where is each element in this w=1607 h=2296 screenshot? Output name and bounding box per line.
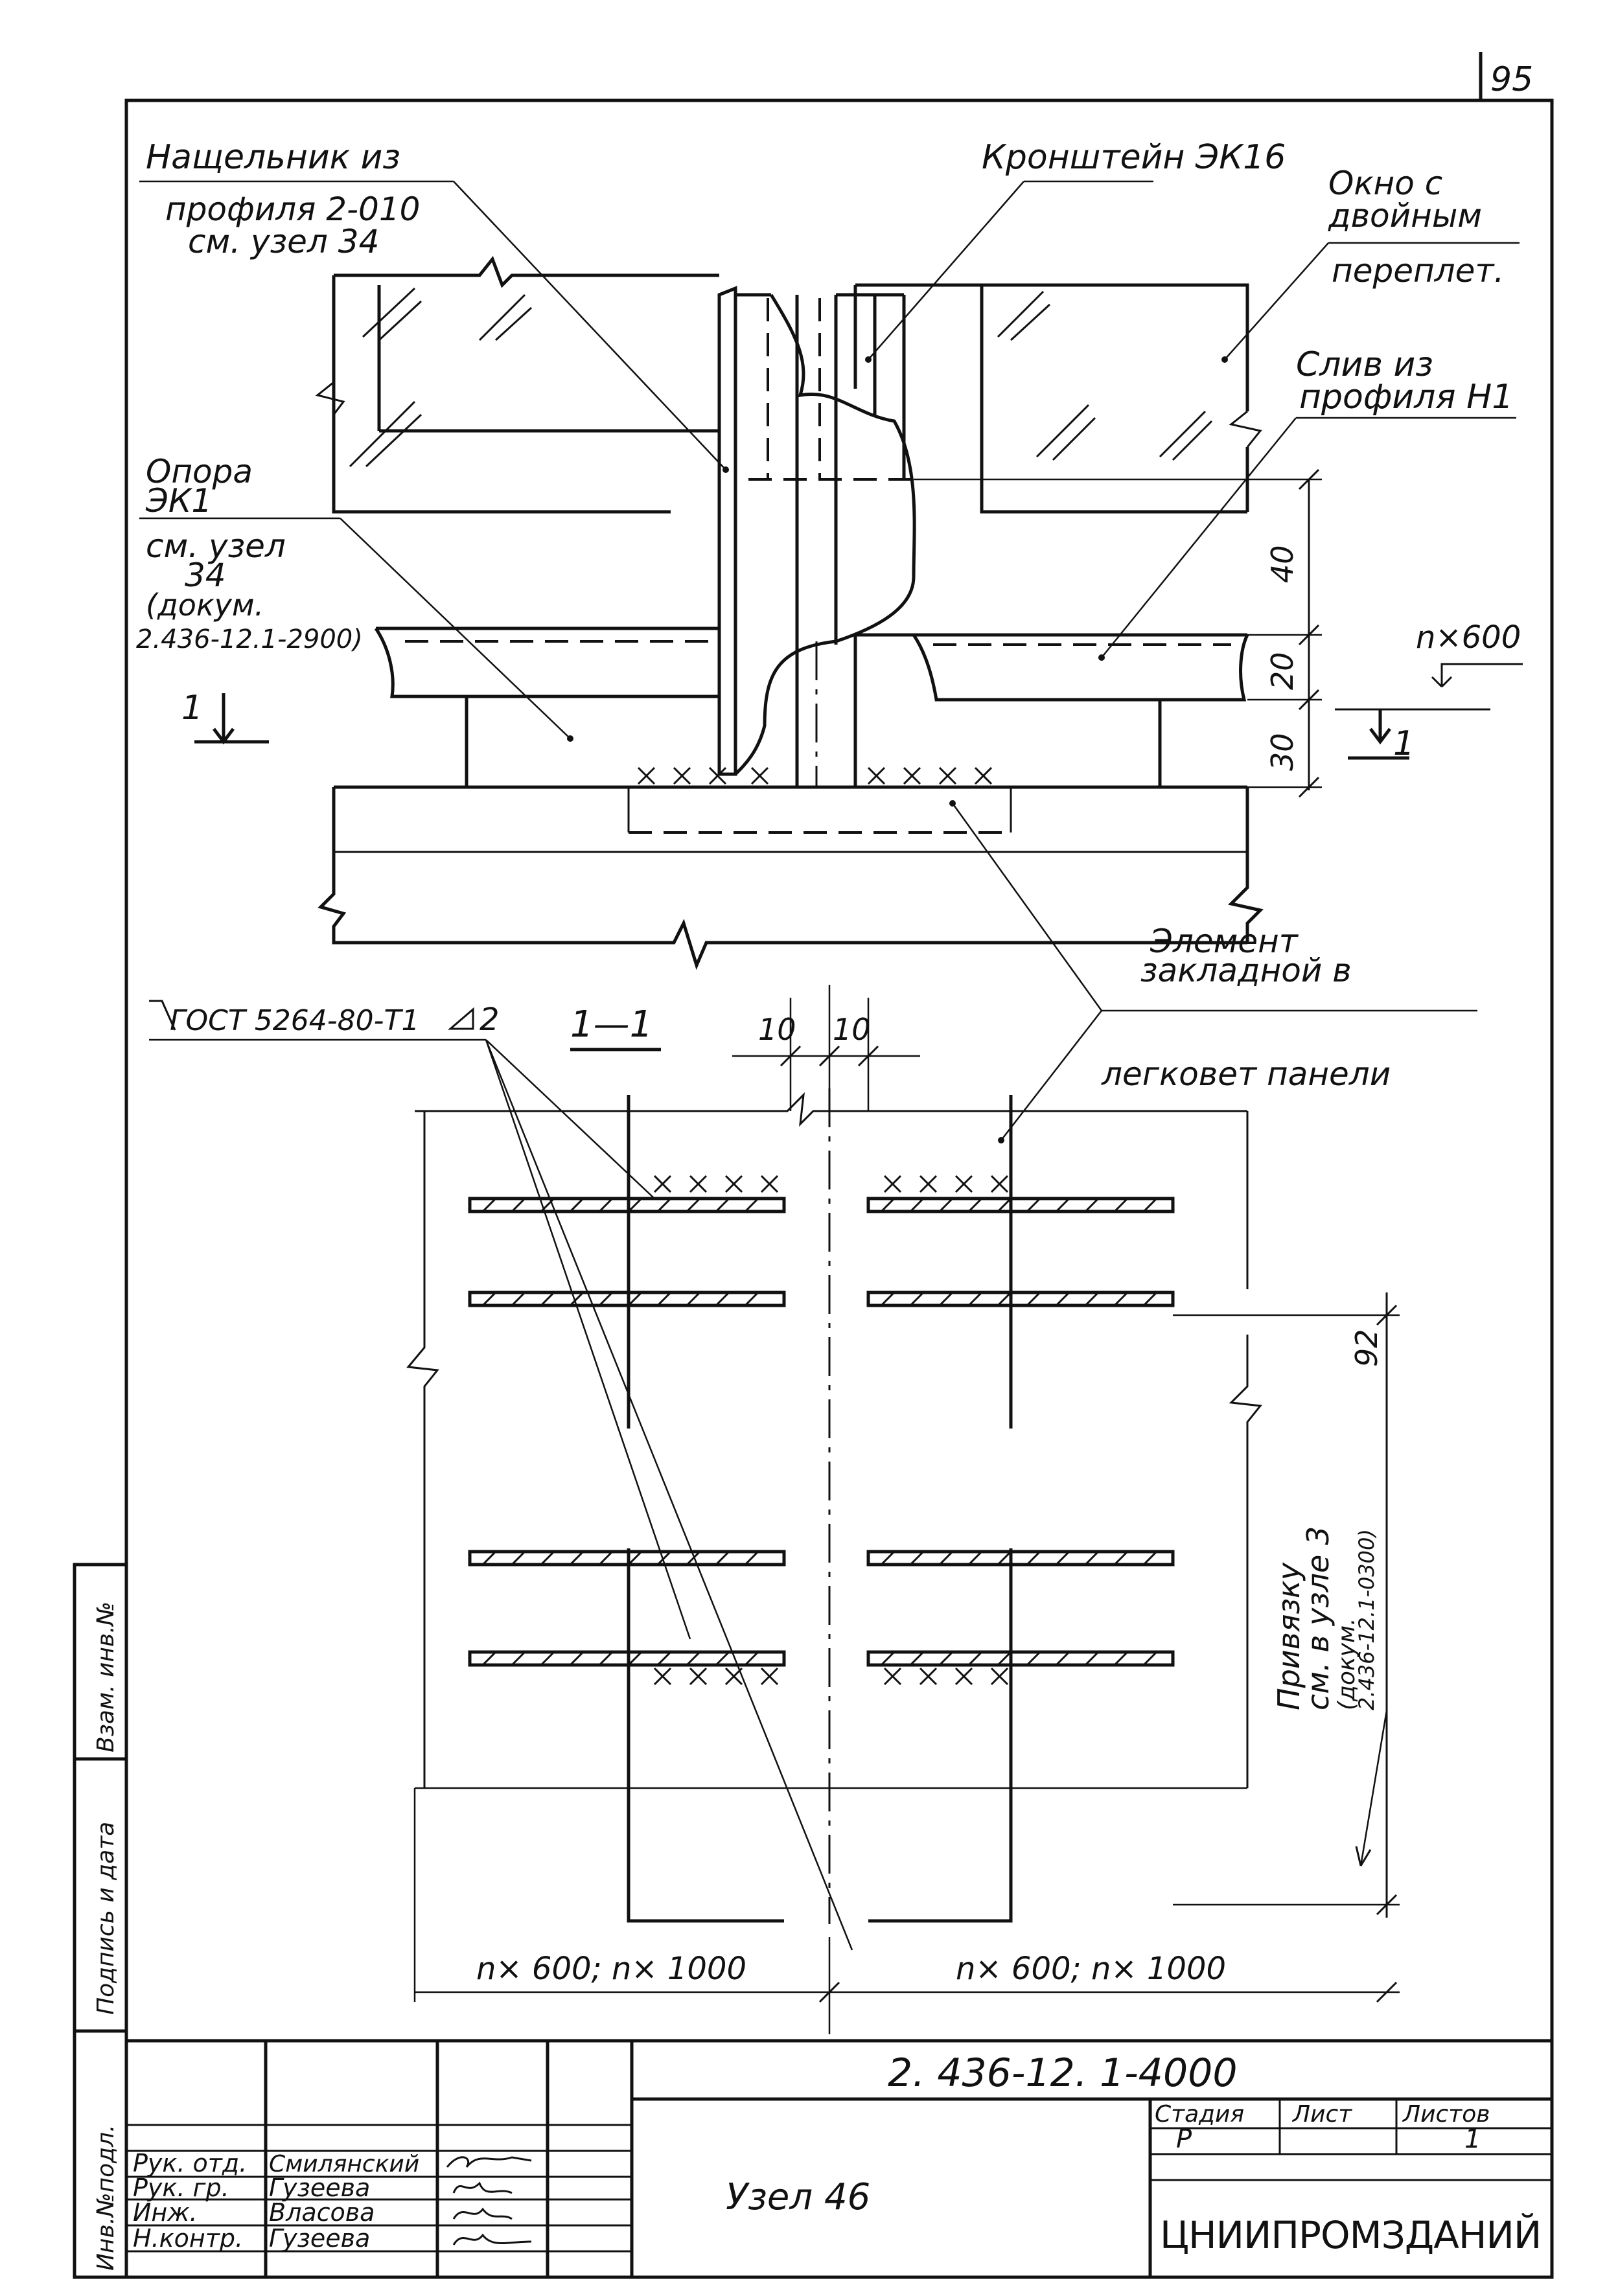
- stage-value: Р: [1176, 2124, 1192, 2154]
- sheet-number: 95: [1490, 60, 1533, 99]
- weld-spec: ГОСТ 5264-80-Т1: [170, 1004, 419, 1037]
- privyazka-2: см. в узле 3: [1301, 1526, 1335, 1710]
- privyazka-4: 2.436-12.1-0300): [1354, 1529, 1379, 1710]
- doc-code: 2. 436-12. 1-4000: [888, 2050, 1238, 2096]
- organization: ЦНИИПРОМЗДАНИЙ: [1160, 2212, 1541, 2257]
- role-3: Инж.: [133, 2198, 198, 2227]
- label-okno-3: переплет.: [1332, 252, 1504, 290]
- dim-10-right: 10: [833, 1012, 871, 1047]
- name-3: Власова: [269, 2198, 375, 2227]
- label-okno-2: двойным: [1328, 197, 1482, 235]
- label-opora-1: Опора: [146, 453, 253, 490]
- label-nashchelnik-1: Нащельник из: [146, 138, 400, 177]
- leaders-upper: [139, 180, 1520, 1141]
- section-title: 1—1: [570, 1004, 653, 1046]
- dim-40: 40: [1265, 545, 1300, 583]
- dim-30: 30: [1265, 733, 1300, 771]
- dim-20: 20: [1265, 652, 1300, 690]
- sheets-value: 1: [1464, 2124, 1481, 2154]
- name-4: Гузеева: [269, 2224, 370, 2253]
- stage-header: Стадия: [1155, 2101, 1244, 2128]
- label-element-3: легковет панели: [1101, 1055, 1391, 1093]
- label-opora-3: см. узел: [146, 527, 286, 565]
- elevation-view: 40 20 30 n×600 1 1: [181, 256, 1523, 970]
- privyazka-3: (докум.: [1334, 1618, 1360, 1710]
- sheet-header: Лист: [1291, 2101, 1352, 2128]
- drawing-frame: [124, 98, 1554, 2279]
- cut-mark-right: 1: [1393, 724, 1415, 763]
- label-nashchelnik-2: профиля 2-010: [165, 190, 420, 228]
- role-4: Н.контр.: [133, 2224, 243, 2253]
- side-stamp-replace: Взам. инв.№: [93, 1601, 119, 1752]
- label-element-1: Элемент: [1150, 923, 1299, 960]
- cut-mark-left: 1: [181, 689, 203, 728]
- side-stamp: Инв.№подл. Подпись и дата Взам. инв.№: [73, 1563, 128, 2279]
- name-1: Смилянский: [269, 2151, 419, 2177]
- label-opora-6: 2.436-12.1-2900): [136, 625, 363, 654]
- side-stamp-sign: Подпись и дата: [93, 1822, 119, 2015]
- dim-92: 92: [1349, 1329, 1384, 1367]
- section-view: 1—1 ГОСТ 5264-80-Т1 2: [149, 923, 1400, 2034]
- title-block: 2. 436-12. 1-4000 Узел 46 Рук. отд. Рук.…: [126, 2039, 1552, 2277]
- label-nashchelnik-3: см. узел 34: [188, 223, 379, 260]
- role-2: Рук. гр.: [133, 2174, 229, 2202]
- signature-4: [452, 2233, 532, 2245]
- signature-1: [446, 2156, 532, 2168]
- dim-bottom-right: n× 600; n× 1000: [956, 1951, 1226, 1987]
- label-kronshtein: Кронштейн ЭК16: [982, 138, 1286, 177]
- label-sliv-1: Слив из: [1296, 345, 1433, 384]
- dim-nx600-top: n×600: [1416, 619, 1521, 656]
- label-okno-1: Окно с: [1328, 165, 1442, 202]
- label-opora-5: (докум.: [146, 588, 264, 623]
- signature-2: [452, 2181, 513, 2194]
- dim-10-left: 10: [758, 1012, 796, 1047]
- name-2: Гузеева: [269, 2174, 370, 2202]
- label-sliv-2: профиля Н1: [1299, 378, 1513, 417]
- role-1: Рук. отд.: [133, 2149, 247, 2177]
- label-opora-2: ЭК1: [145, 482, 212, 520]
- side-stamp-inv: Инв.№подл.: [93, 2125, 119, 2271]
- label-opora-4: 34: [185, 557, 226, 594]
- node-title: Узел 46: [726, 2176, 870, 2218]
- signature-3: [452, 2207, 513, 2220]
- sheets-header: Листов: [1402, 2101, 1490, 2128]
- dim-bottom-left: n× 600; n× 1000: [476, 1951, 746, 1987]
- privyazka-1: Привязку: [1271, 1562, 1306, 1710]
- weld-size: 2: [480, 1002, 500, 1038]
- label-element-2: закладной в: [1140, 952, 1352, 989]
- profiles: [468, 1197, 1175, 1667]
